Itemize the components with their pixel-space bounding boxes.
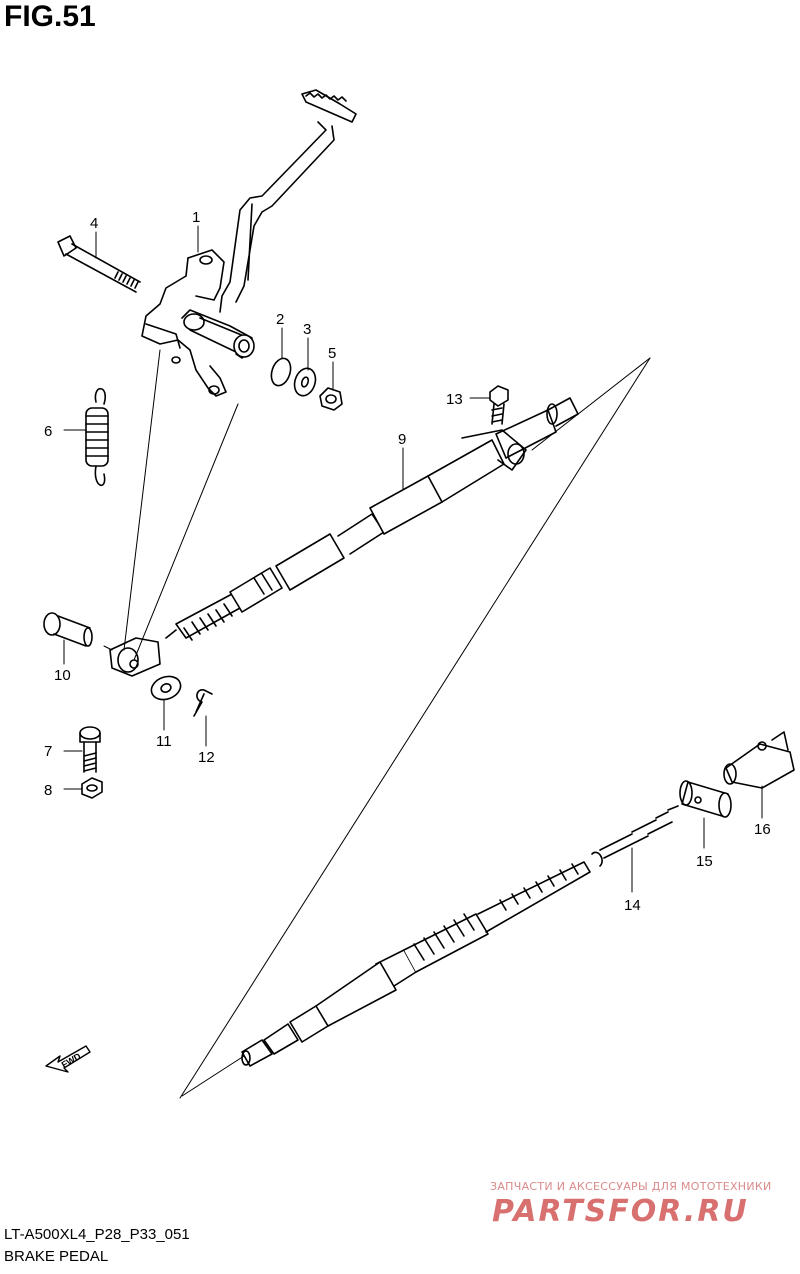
figure-title: FIG.51 bbox=[4, 0, 96, 33]
bolt-part-7 bbox=[79, 726, 101, 773]
o-ring-part-2 bbox=[270, 357, 292, 387]
watermark-logo: PARTSFOR.RU bbox=[492, 1194, 749, 1229]
callout-7: 7 bbox=[44, 743, 52, 760]
leader-lines bbox=[63, 225, 763, 1099]
callout-8: 8 bbox=[44, 782, 52, 799]
callout-9: 9 bbox=[398, 431, 406, 448]
adjuster-part-16 bbox=[723, 731, 795, 789]
brake-pedal-arm bbox=[141, 89, 357, 397]
return-spring-part-6 bbox=[85, 387, 109, 486]
callout-2: 2 bbox=[276, 311, 284, 328]
watermark-tagline: ЗАПЧАСТИ И АКСЕССУАРЫ ДЛЯ МОТОТЕХНИКИ bbox=[490, 1180, 772, 1193]
callout-16: 16 bbox=[754, 821, 771, 838]
callout-4: 4 bbox=[90, 215, 98, 232]
washer-part-11 bbox=[150, 675, 182, 701]
callout-14: 14 bbox=[624, 897, 641, 914]
callout-11: 11 bbox=[156, 733, 172, 750]
cotter-pin-part-12 bbox=[193, 689, 213, 717]
callout-5: 5 bbox=[328, 345, 336, 362]
nut-part-5 bbox=[319, 387, 343, 411]
cable-spring-part-14 bbox=[241, 805, 679, 1067]
diagram-code: LT-A500XL4_P28_P33_051 bbox=[4, 1226, 190, 1243]
diagram-name: BRAKE PEDAL bbox=[4, 1248, 109, 1265]
callout-12: 12 bbox=[198, 749, 215, 766]
callout-3: 3 bbox=[303, 321, 311, 338]
joint-part-15 bbox=[679, 780, 732, 818]
callout-13: 13 bbox=[446, 391, 463, 408]
callout-15: 15 bbox=[696, 853, 713, 870]
nut-part-8 bbox=[81, 777, 103, 799]
callout-6: 6 bbox=[44, 423, 52, 440]
callout-10: 10 bbox=[54, 667, 71, 684]
brake-cable-part-9 bbox=[165, 397, 579, 641]
washer-part-3 bbox=[293, 367, 317, 397]
bolt-part-13 bbox=[489, 385, 509, 425]
callout-1: 1 bbox=[192, 209, 200, 226]
clevis-pin-part-10 bbox=[43, 612, 93, 647]
fwd-arrow-icon bbox=[45, 1045, 91, 1073]
bolt-part-4 bbox=[57, 235, 141, 293]
